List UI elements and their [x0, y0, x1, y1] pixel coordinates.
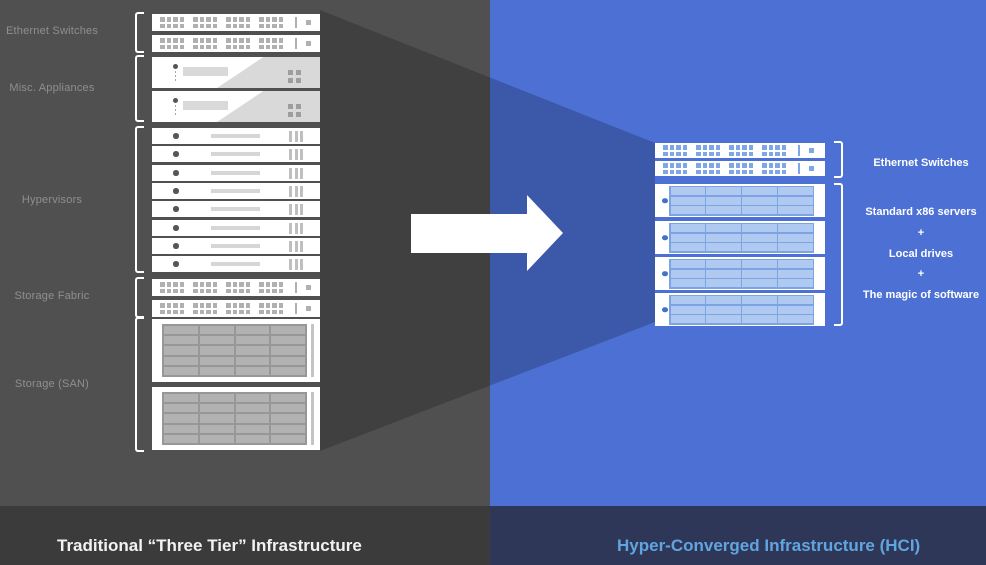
bracket-ethernet-switches	[135, 12, 144, 53]
bracket-misc-appliances	[135, 55, 144, 122]
hci-server-label-group: Standard x86 servers + Local drives + Th…	[856, 202, 986, 306]
right-title: Hyper-Converged Infrastructure (HCI)	[617, 536, 921, 555]
right-title-bar	[490, 506, 986, 565]
hci-switch-label: Ethernet Switches	[873, 157, 969, 169]
section-label-storage-san: Storage (SAN)	[14, 378, 90, 390]
hci-server-label-line: Local drives	[888, 247, 954, 260]
section-label-ethernet-switches: Ethernet Switches	[5, 25, 99, 37]
hci-server-label-line: The magic of software	[862, 289, 980, 302]
plus-separator: +	[917, 226, 925, 239]
bracket-storage-fabric	[135, 277, 144, 318]
left-panel-background	[0, 0, 490, 506]
section-label-misc-appliances: Misc. Appliances	[9, 82, 95, 94]
left-title: Traditional “Three Tier” Infrastructure	[57, 536, 362, 555]
bracket-hypervisors	[135, 126, 144, 273]
section-label-hypervisors: Hypervisors	[21, 194, 83, 206]
section-label-storage-fabric: Storage Fabric	[14, 290, 90, 302]
bracket-hci-servers	[834, 183, 843, 326]
bracket-hci-switches	[834, 141, 843, 178]
hci-server-label-line: Standard x86 servers	[865, 206, 977, 218]
left-title-bar	[0, 506, 490, 565]
bracket-storage-san	[135, 317, 144, 452]
plus-separator: +	[917, 268, 925, 281]
